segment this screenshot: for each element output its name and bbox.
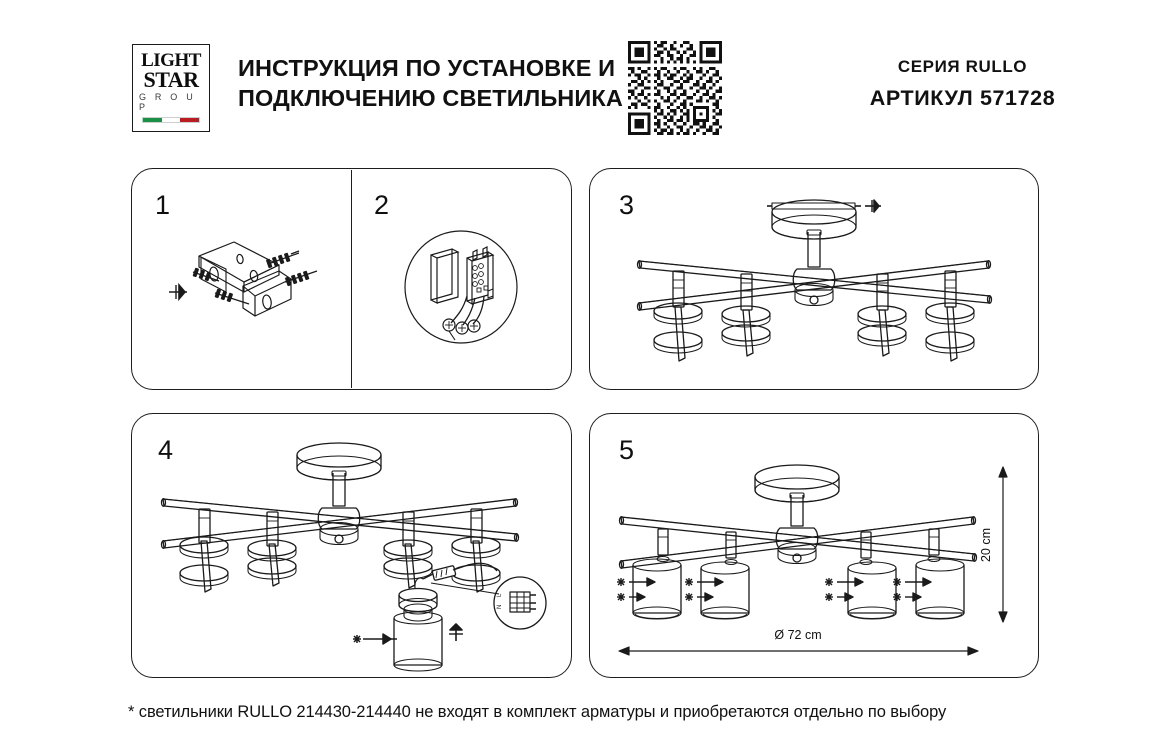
step-5-illustration: 20 cm Ø 72 cm	[617, 464, 1008, 656]
footnote: * светильники RULLO 214430-214440 не вхо…	[128, 703, 1058, 723]
step-panel-divider	[351, 170, 353, 388]
height-dimension-label: 20 cm	[979, 528, 993, 562]
step-2-illustration	[404, 230, 518, 344]
step-number-3: 3	[619, 190, 635, 220]
step-3-illustration	[636, 199, 993, 362]
logo-text-light: LIGHT	[141, 49, 201, 71]
page-title: ИНСТРУКЦИЯ ПО УСТАНОВКЕ И ПОДКЛЮЧЕНИЮ СВ…	[238, 53, 623, 113]
logo-text-group: G R O U P	[139, 92, 196, 113]
step-number-2: 2	[374, 190, 390, 220]
step-4-illustration: L N	[160, 442, 547, 672]
flag-segment-white	[161, 118, 181, 123]
article-label: АРТИКУЛ 571728	[869, 86, 1056, 110]
step-number-1: 1	[155, 190, 171, 220]
product-code-block: СЕРИЯ RULLO АРТИКУЛ 571728	[770, 57, 1155, 111]
brand-logo: LIGHT STAR G R O U P	[132, 44, 210, 132]
step-number-5: 5	[619, 435, 635, 465]
step-number-4: 4	[158, 435, 174, 465]
page-title-line-1: ИНСТРУКЦИЯ ПО УСТАНОВКЕ И	[238, 55, 616, 81]
step-panel-4-frame	[131, 413, 572, 678]
italian-flag-icon	[142, 117, 200, 124]
flag-segment-red	[180, 118, 200, 123]
svg-text:N: N	[497, 605, 503, 609]
logo-text-star: STAR	[143, 66, 199, 92]
svg-text:L: L	[497, 593, 503, 597]
step-1-illustration	[169, 241, 318, 317]
footnote-text: * светильники RULLO 214430-214440 не вхо…	[128, 703, 947, 721]
qr-code-icon	[628, 41, 722, 135]
page-title-line-2: ПОДКЛЮЧЕНИЮ СВЕТИЛЬНИКА	[238, 85, 623, 112]
diameter-dimension-label: Ø 72 cm	[774, 628, 821, 642]
flag-segment-green	[143, 118, 162, 123]
sheet-header: LIGHT STAR G R O U P ИНСТРУКЦИЯ ПО УСТАН…	[0, 0, 1169, 155]
series-label: СЕРИЯ RULLO	[897, 57, 1028, 76]
